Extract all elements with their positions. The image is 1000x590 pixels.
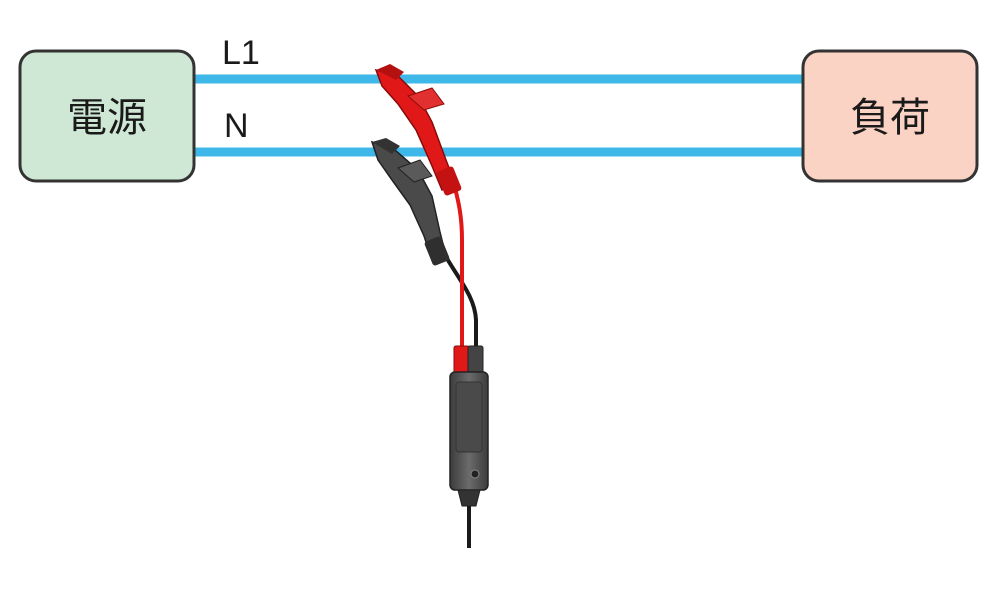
load-box: 負荷	[801, 49, 979, 183]
black-cable	[439, 247, 478, 350]
black-plug	[467, 345, 484, 375]
red-plug	[453, 345, 470, 375]
black-clip	[370, 138, 450, 266]
probe-indicator-icon	[470, 469, 480, 479]
line-label: L1	[222, 34, 260, 72]
neutral-label: N	[224, 107, 249, 145]
red-cable	[453, 187, 464, 350]
source-box: 電源	[18, 49, 196, 183]
probe-body	[449, 371, 489, 507]
load-label: 負荷	[850, 95, 930, 141]
source-label: 電源	[67, 95, 147, 141]
red-clip	[374, 64, 462, 196]
